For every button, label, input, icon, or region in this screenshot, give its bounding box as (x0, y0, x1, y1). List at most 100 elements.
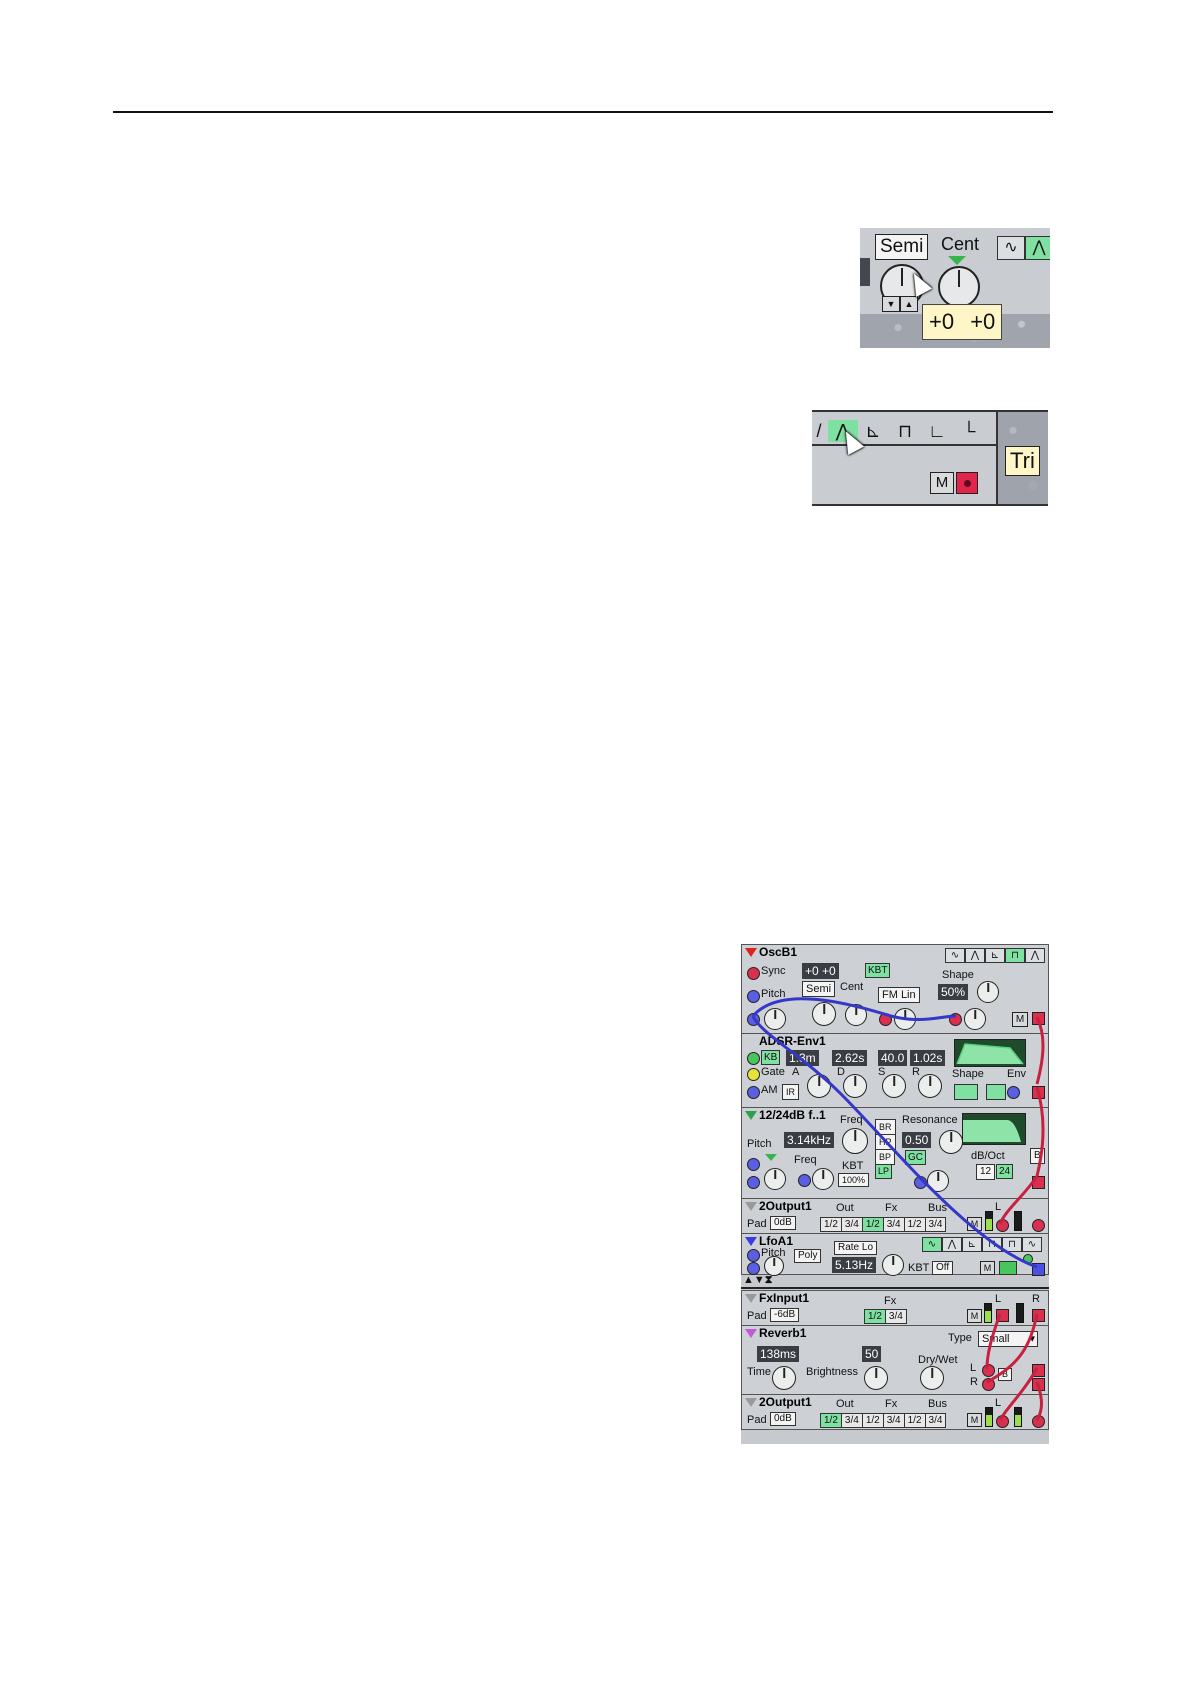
attack-knob[interactable] (807, 1074, 831, 1098)
gate-input-jack[interactable] (747, 1068, 760, 1081)
bypass-button[interactable]: B (998, 1368, 1013, 1381)
mute-button[interactable]: M (967, 1217, 982, 1231)
fm-knob[interactable] (894, 1008, 916, 1030)
pitch-input-jack[interactable] (747, 1249, 760, 1262)
am-input-jack[interactable] (747, 1086, 760, 1099)
pad-value[interactable]: -6dB (770, 1308, 800, 1322)
res-mod-jack[interactable] (914, 1176, 927, 1189)
sine-icon[interactable]: ∿ (945, 948, 965, 963)
saw-icon[interactable]: ⊾ (985, 948, 1005, 963)
random-icon[interactable]: ⊓ (1002, 1237, 1022, 1252)
pulse-icon[interactable]: ⋀ (1025, 948, 1045, 963)
mute-button[interactable]: M (967, 1413, 982, 1427)
freq-mod-knob[interactable] (812, 1168, 834, 1190)
collapse-icon[interactable] (745, 1202, 757, 1211)
ir-button[interactable]: IR (782, 1084, 799, 1100)
slope-12-button[interactable]: 12 (976, 1164, 996, 1180)
time-knob[interactable] (772, 1366, 796, 1390)
input-l-jack[interactable] (982, 1364, 995, 1377)
resonance-knob[interactable] (939, 1130, 963, 1154)
sine-wave-icon[interactable]: ∿ (1022, 1237, 1042, 1252)
sync-input-jack[interactable] (747, 967, 760, 980)
output-l-jack[interactable] (996, 1309, 1009, 1322)
shape-button[interactable] (954, 1084, 978, 1100)
output-jack[interactable] (1032, 1263, 1045, 1276)
kbt-display[interactable]: 100% (838, 1173, 870, 1187)
fx-1-2[interactable]: 1/2 (865, 1310, 886, 1323)
semi-button[interactable]: Semi (802, 981, 836, 997)
gc-button[interactable]: GC (905, 1150, 926, 1165)
rate-mod-knob[interactable] (764, 1256, 784, 1276)
release-knob[interactable] (918, 1074, 942, 1098)
pitch-input-jack-1[interactable] (747, 1158, 760, 1171)
input-l-jack[interactable] (996, 1415, 1009, 1428)
semi-down-arrow-icon[interactable]: ▼ (882, 296, 900, 312)
collapse-icon[interactable] (745, 1398, 757, 1407)
mute-button[interactable]: M (967, 1309, 982, 1323)
mode-hp-button[interactable]: HP (875, 1134, 896, 1150)
env-output-jack[interactable] (1007, 1086, 1020, 1099)
fx-3-4[interactable]: 3/4 (888, 1311, 903, 1322)
kbt-button[interactable]: KBT (865, 963, 891, 978)
rate-mode-button[interactable]: Rate Lo (834, 1241, 878, 1255)
pulse-icon[interactable]: ∟ (928, 421, 946, 441)
freq-knob[interactable] (842, 1128, 868, 1154)
kbt-value[interactable]: Off (932, 1261, 954, 1275)
out-1-2[interactable]: 1/2 (821, 1414, 842, 1427)
invert-button[interactable] (986, 1084, 1006, 1100)
kb-button[interactable]: KB (761, 1050, 781, 1065)
bus-1-2[interactable]: 1/2 (905, 1218, 926, 1231)
mode-bp-button[interactable]: BP (875, 1149, 896, 1165)
pitch-input-jack-2[interactable] (747, 1176, 760, 1189)
fm-input-jack[interactable] (879, 1013, 892, 1026)
output-l-jack[interactable] (1032, 1364, 1045, 1377)
slope-24-button[interactable]: 24 (996, 1164, 1014, 1179)
output-jack[interactable] (1032, 1176, 1045, 1189)
rate-knob[interactable] (882, 1254, 904, 1276)
square-icon[interactable]: ⊓ (982, 1237, 1002, 1252)
input-l-jack[interactable] (996, 1219, 1009, 1232)
output-r-jack[interactable] (1032, 1309, 1045, 1322)
pitch-input-jack[interactable] (747, 990, 760, 1003)
output-jack[interactable] (1032, 1012, 1045, 1025)
freq-mod-jack[interactable] (798, 1174, 811, 1187)
led-button[interactable] (956, 472, 978, 494)
decay-knob[interactable] (843, 1074, 867, 1098)
triangle-icon[interactable]: ⋀ (828, 420, 858, 442)
fx-1-2[interactable]: 1/2 (863, 1414, 884, 1427)
type-select[interactable]: Small▾ (978, 1331, 1038, 1347)
input-r-jack[interactable] (1032, 1219, 1045, 1232)
square-icon[interactable]: ⊓ (897, 421, 913, 441)
square-icon[interactable]: ⊓ (1005, 948, 1025, 963)
input-r-jack[interactable] (982, 1378, 995, 1391)
out-3-4[interactable]: 3/4 (842, 1414, 863, 1427)
pulse-narrow-icon[interactable]: └ (962, 421, 976, 441)
mute-button[interactable]: M (930, 472, 954, 494)
res-mod-knob[interactable] (927, 1170, 949, 1192)
sine-icon[interactable]: ∿ (997, 236, 1025, 260)
out-1-2[interactable]: 1/2 (821, 1218, 842, 1231)
input-r-jack[interactable] (1032, 1415, 1045, 1428)
semi-up-arrow-icon[interactable]: ▲ (900, 296, 918, 312)
bus-3-4[interactable]: 3/4 (928, 1415, 943, 1426)
bypass-button[interactable]: B (1030, 1148, 1045, 1164)
triangle-icon[interactable]: ⋀ (965, 948, 985, 963)
cent-knob[interactable] (845, 1004, 867, 1026)
out-3-4[interactable]: 3/4 (842, 1218, 863, 1231)
pitch-mod-jack[interactable] (747, 1013, 760, 1026)
pitch-mod-knob[interactable] (764, 1008, 786, 1030)
bus-1-2[interactable]: 1/2 (905, 1414, 926, 1427)
triangle-icon[interactable]: ⋀ (1025, 236, 1050, 260)
bus-3-4[interactable]: 3/4 (928, 1219, 943, 1230)
pad-value[interactable]: 0dB (770, 1216, 796, 1230)
shape-mod-knob[interactable] (964, 1008, 986, 1030)
mode-br-button[interactable]: BR (875, 1119, 896, 1135)
triangle-icon[interactable]: ⋀ (942, 1237, 962, 1252)
collapse-icon[interactable] (745, 1237, 757, 1246)
output-jack[interactable] (1032, 1086, 1045, 1099)
fx-3-4[interactable]: 3/4 (884, 1414, 905, 1427)
fx-3-4[interactable]: 3/4 (884, 1218, 905, 1231)
